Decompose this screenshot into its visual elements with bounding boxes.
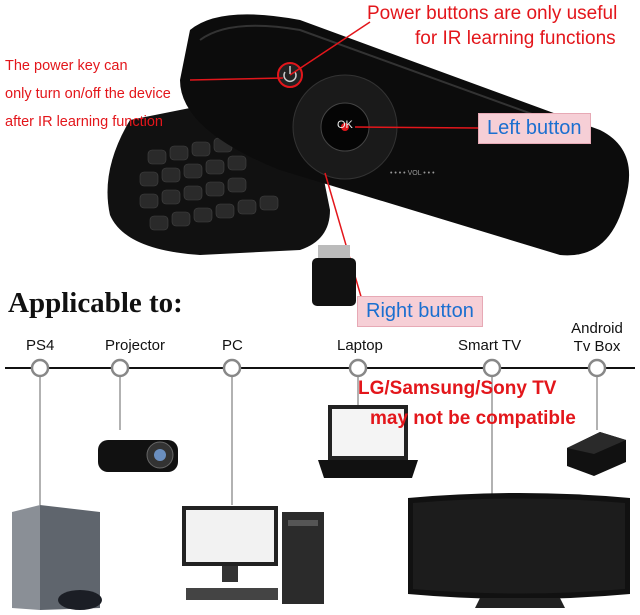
device-label-android-line-2: Tv Box xyxy=(573,338,621,355)
left-button-callout: Left button xyxy=(478,113,591,144)
projector-image xyxy=(98,440,178,472)
android-box-image xyxy=(567,432,626,476)
pc-image xyxy=(182,506,324,604)
timeline-node-projector xyxy=(110,358,130,378)
timeline-node-android-box xyxy=(587,358,607,378)
applicable-heading: Applicable to: xyxy=(8,287,183,319)
compatibility-warning-line-2: may not be compatible xyxy=(370,408,576,429)
timeline-node-ps4 xyxy=(30,358,50,378)
smart-tv-image xyxy=(408,493,630,608)
power-note-line-1: Power buttons are only useful xyxy=(367,3,618,24)
timeline-node-pc xyxy=(222,358,242,378)
power-key-note-line-3: after IR learning function xyxy=(5,114,163,130)
timeline-node-smart-tv xyxy=(482,358,502,378)
device-label-laptop: Laptop xyxy=(337,337,383,354)
device-label-projector: Projector xyxy=(105,337,166,354)
device-label-smart-tv: Smart TV xyxy=(458,337,522,354)
device-label-android-line-1: Android xyxy=(571,320,623,337)
ok-key-label: OK xyxy=(337,119,353,131)
remote-front-side: • • • • VOL • • • xyxy=(180,14,630,301)
power-key-note-line-2: only turn on/off the device xyxy=(5,86,171,102)
device-label-ps4: PS4 xyxy=(26,337,55,354)
laptop-image xyxy=(318,405,418,478)
power-note-line-2: for IR learning functions xyxy=(415,28,616,49)
ps4-image xyxy=(12,505,102,610)
svg-text:• • • • VOL • • •: • • • • VOL • • • xyxy=(390,170,435,177)
power-key-note-line-1: The power key can xyxy=(5,58,128,74)
usb-receiver xyxy=(312,245,356,306)
device-label-android-box: Android Tv Box xyxy=(566,320,628,356)
device-label-pc: PC xyxy=(222,337,243,354)
timeline-node-laptop xyxy=(348,358,368,378)
right-button-callout: Right button xyxy=(357,296,483,327)
compatibility-warning-line-1: LG/Samsung/Sony TV xyxy=(358,378,557,399)
